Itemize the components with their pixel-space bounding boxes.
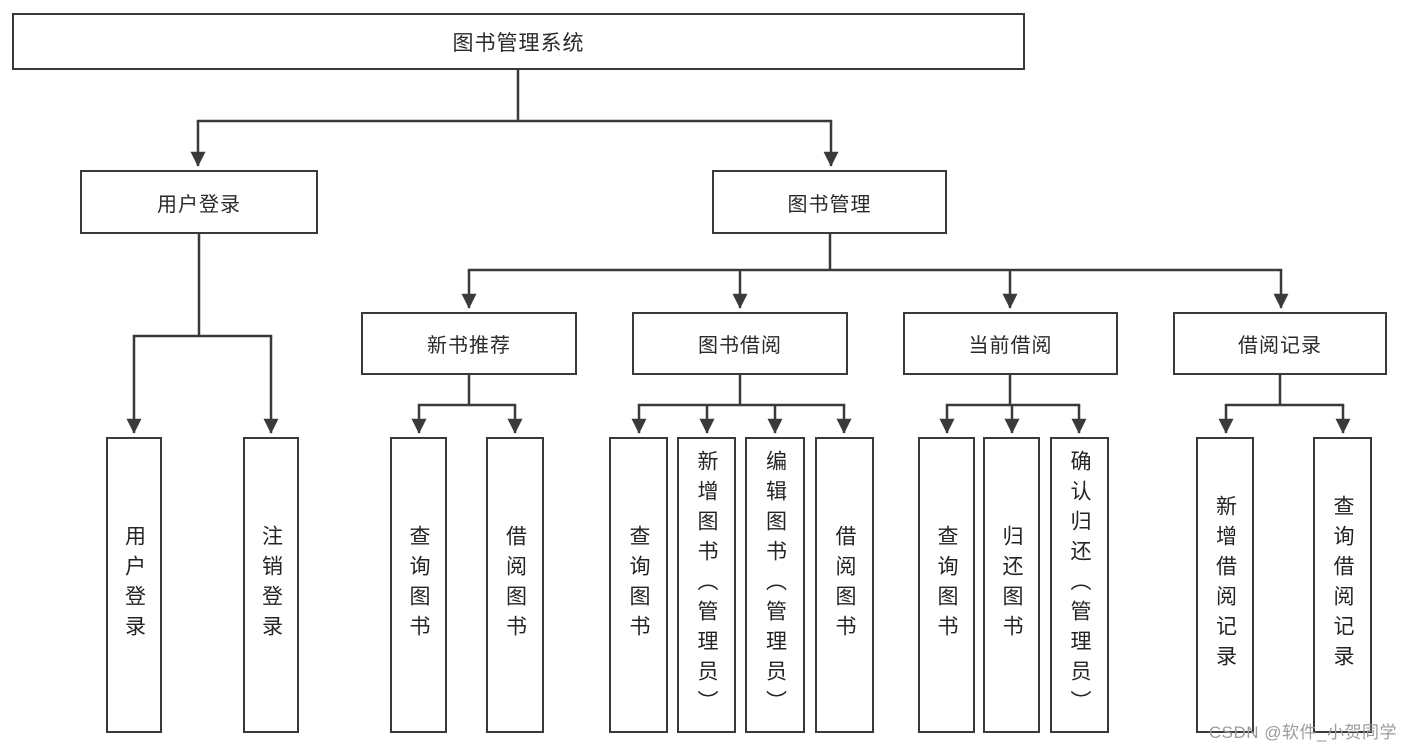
leaf-label: 注销登录: [259, 525, 283, 645]
leaf-logout: 注销登录: [243, 437, 299, 733]
leaf-user-login: 用户登录: [106, 437, 162, 733]
leaf-label: 确认归还（管理员）: [1068, 450, 1091, 720]
leaf-label: 借阅图书: [833, 525, 856, 645]
connector-records-children: [1218, 375, 1351, 434]
csdn-watermark: CSDN @软件_小贺同学: [1208, 723, 1397, 742]
leaf-label: 归还图书: [1000, 525, 1023, 645]
leaf-label: 查询图书: [407, 525, 430, 645]
leaf-label: 查询借阅记录: [1331, 495, 1354, 675]
connector-user-login-children: [126, 234, 279, 434]
node-label: 图书管理: [787, 193, 872, 216]
leaf-label: 新增图书（管理员）: [695, 450, 718, 720]
leaf-add-borrow-record: 新增借阅记录: [1196, 437, 1254, 733]
leaf-query-books-borrow: 查询图书: [609, 437, 668, 733]
leaf-label: 查询图书: [627, 525, 650, 645]
leaf-edit-books-admin: 编辑图书（管理员）: [745, 437, 805, 733]
node-label: 当前借阅: [968, 335, 1053, 357]
leaf-label: 新增借阅记录: [1213, 495, 1237, 675]
leaf-borrow-books: 借阅图书: [815, 437, 874, 733]
connector-new-rec-children: [411, 375, 523, 434]
leaf-confirm-return-admin: 确认归还（管理员）: [1050, 437, 1109, 733]
leaf-query-borrow-record: 查询借阅记录: [1313, 437, 1372, 733]
connector-current-children: [939, 375, 1087, 434]
leaf-label: 用户登录: [122, 525, 146, 645]
node-label: 借阅记录: [1238, 335, 1322, 357]
node-new-book-recommend: 新书推荐: [361, 312, 577, 375]
leaf-label: 查询图书: [935, 525, 958, 645]
node-label: 新书推荐: [427, 335, 511, 357]
connector-root-to-level2: [190, 70, 839, 167]
node-book-management: 图书管理: [712, 170, 947, 234]
node-current-borrow: 当前借阅: [903, 312, 1118, 375]
leaf-query-books-recommend: 查询图书: [390, 437, 447, 733]
node-user-login: 用户登录: [80, 170, 318, 234]
leaf-label: 编辑图书（管理员）: [763, 450, 787, 720]
leaf-add-books-admin: 新增图书（管理员）: [677, 437, 736, 733]
leaf-return-books: 归还图书: [983, 437, 1040, 733]
leaf-query-books-current: 查询图书: [918, 437, 975, 733]
node-borrow-records: 借阅记录: [1173, 312, 1387, 375]
leaf-borrow-books-recommend: 借阅图书: [486, 437, 544, 733]
leaf-label: 借阅图书: [503, 525, 527, 645]
connector-borrow-children: [631, 375, 852, 434]
node-label: 用户登录: [157, 193, 241, 216]
node-label: 图书借阅: [698, 335, 782, 357]
node-book-borrow: 图书借阅: [632, 312, 848, 375]
node-label: 图书管理系统: [452, 31, 585, 55]
node-library-management-system: 图书管理系统: [12, 13, 1025, 70]
connector-book-mgmt-to-level3: [461, 234, 1289, 309]
